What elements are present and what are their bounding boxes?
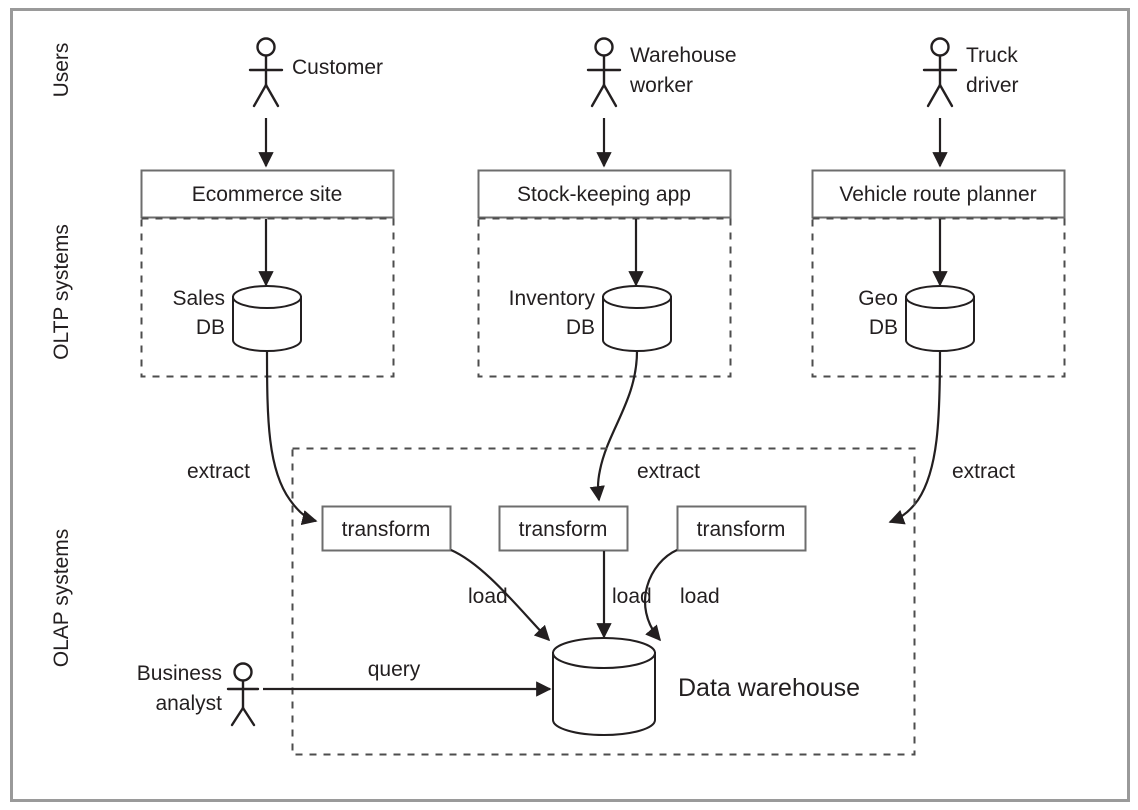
- app-box-ecommerce-site[interactable]: [140, 169, 395, 219]
- oltp-boundary-column-2: [477, 217, 732, 378]
- database-inventory-db[interactable]: [602, 285, 672, 352]
- database-label-data-warehouse: Data warehouse: [678, 674, 860, 702]
- cylinder-body: [232, 296, 302, 352]
- swimlane-label-oltp-systems: OLTP systems: [50, 224, 73, 360]
- app-box-stock-keeping-app[interactable]: [477, 169, 732, 219]
- actor-label-warehouse-worker-line1: Warehouse: [630, 44, 737, 67]
- database-label-sales-db-line2: DB: [196, 316, 225, 339]
- actor-leg-right: [241, 706, 256, 727]
- actor-label-business-analyst-line1: Business: [137, 662, 222, 685]
- actor-leg-left: [590, 83, 606, 108]
- actor-customer: [248, 37, 284, 108]
- edge-label-query: query: [368, 658, 421, 681]
- actor-label-business-analyst-line2: analyst: [155, 692, 222, 715]
- actor-leg-right: [264, 83, 280, 108]
- cylinder-top: [552, 637, 656, 669]
- cylinder-top: [905, 285, 975, 309]
- database-label-inventory-db-line2: DB: [566, 316, 595, 339]
- database-geo-db[interactable]: [905, 285, 975, 352]
- actor-leg-right: [602, 83, 618, 108]
- actor-truck-driver: [922, 37, 958, 108]
- edge-label-extract-1: extract: [187, 460, 250, 483]
- olap-boundary: [291, 447, 916, 756]
- edge-load-3: [643, 548, 678, 642]
- transform-label-2: transform: [519, 518, 608, 541]
- app-label-vehicle-route-planner: Vehicle route planner: [839, 183, 1036, 206]
- cylinder-top: [232, 285, 302, 309]
- actor-business-analyst: [226, 662, 260, 727]
- cylinder-body: [602, 296, 672, 352]
- database-data-warehouse[interactable]: [552, 637, 656, 736]
- actor-leg-left: [926, 83, 942, 108]
- transform-box-2[interactable]: [498, 505, 629, 552]
- cylinder-top: [602, 285, 672, 309]
- app-label-ecommerce-site: Ecommerce site: [192, 183, 343, 206]
- edge-extract-geo-db: [888, 350, 942, 525]
- actor-leg-left: [252, 83, 268, 108]
- swimlane-label-olap-systems: OLAP systems: [50, 529, 73, 668]
- edge-label-extract-2: extract: [637, 460, 700, 483]
- actor-label-truck-driver-line2: driver: [966, 74, 1019, 97]
- transform-label-3: transform: [697, 518, 786, 541]
- transform-box-1[interactable]: [321, 505, 452, 552]
- edge-label-load-3: load: [680, 585, 720, 608]
- edge-label-load-1: load: [468, 585, 508, 608]
- database-label-inventory-db-line1: Inventory: [509, 287, 596, 310]
- edge-load-1: [450, 548, 551, 642]
- actor-warehouse-worker: [586, 37, 622, 108]
- database-label-geo-db-line2: DB: [869, 316, 898, 339]
- edge-label-load-2: load: [612, 585, 652, 608]
- swimlane-label-users: Users: [50, 43, 73, 98]
- actor-label-truck-driver-line1: Truck: [966, 44, 1018, 67]
- database-sales-db[interactable]: [232, 285, 302, 352]
- app-label-stock-keeping-app: Stock-keeping app: [517, 183, 691, 206]
- transform-box-3[interactable]: [676, 505, 807, 552]
- actor-leg-left: [230, 706, 245, 727]
- actor-label-customer: Customer: [292, 56, 383, 79]
- actor-label-warehouse-worker-line2: worker: [629, 74, 693, 97]
- edge-extract-inventory-db: [589, 350, 639, 502]
- edge-label-extract-3: extract: [952, 460, 1015, 483]
- cylinder-body: [905, 296, 975, 352]
- oltp-boundary-column-3: [811, 217, 1066, 378]
- transform-label-1: transform: [342, 518, 431, 541]
- database-label-geo-db-line1: Geo: [858, 287, 898, 310]
- database-label-sales-db-line1: Sales: [172, 287, 225, 310]
- edge-extract-sales-db: [265, 350, 318, 526]
- actor-leg-right: [938, 83, 954, 108]
- cylinder-body: [552, 652, 656, 736]
